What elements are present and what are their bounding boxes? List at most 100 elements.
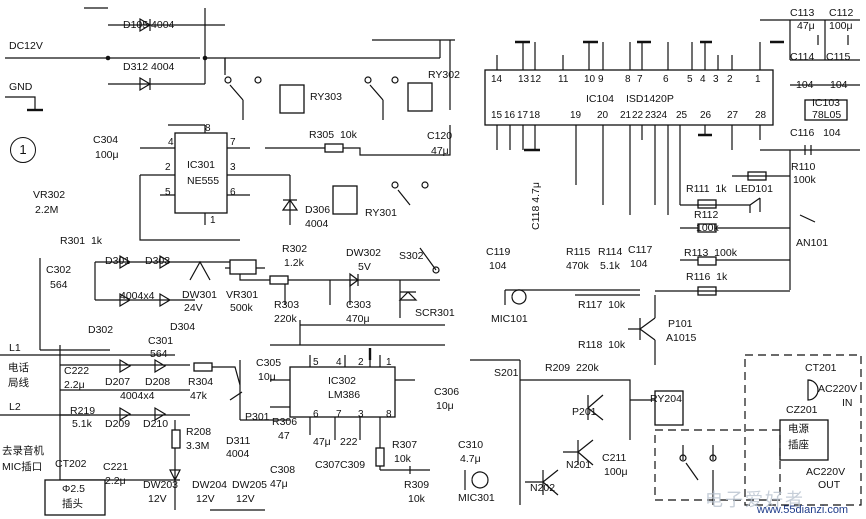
label-c118: C118 4.7μ bbox=[530, 182, 542, 230]
label-plug-cn: 插头 bbox=[62, 498, 83, 510]
label-to-recorder-1: 去录音机 bbox=[2, 445, 44, 457]
label-c310: C310 bbox=[458, 439, 484, 451]
label-d312: D312 4004 bbox=[123, 61, 175, 73]
label-vr302: VR302 bbox=[33, 189, 66, 201]
label-cz201: CZ201 bbox=[786, 404, 818, 416]
label-led101: LED101 bbox=[735, 183, 773, 195]
label-c302: C302 bbox=[46, 264, 72, 276]
relay-ry302-coil bbox=[407, 82, 433, 112]
ic302-pin-7: 7 bbox=[336, 409, 342, 420]
label-r306-value: 47 bbox=[278, 430, 290, 442]
label-c310-value: 4.7μ bbox=[460, 453, 481, 465]
label-r114-value: 5.1k bbox=[600, 260, 620, 272]
label-c305: C305 bbox=[256, 357, 282, 369]
label-r307: R307 bbox=[392, 439, 418, 451]
label-gnd: GND bbox=[9, 81, 33, 93]
ic104-pin-24: 24 bbox=[656, 110, 668, 121]
cz201-socket bbox=[779, 419, 829, 461]
label-r114: R114 bbox=[598, 246, 623, 258]
isd-output-network bbox=[655, 150, 816, 296]
ic104-pin-23: 23 bbox=[645, 110, 657, 121]
label-d209: D209 bbox=[105, 418, 131, 430]
ic104-pin-13: 13 bbox=[518, 74, 530, 85]
label-d304: D304 bbox=[170, 321, 196, 333]
ic104-pin-6: 6 bbox=[663, 74, 669, 85]
label-dw301: DW301 bbox=[182, 289, 218, 301]
label-s302: S302 bbox=[399, 250, 424, 262]
label-ic301: IC301 bbox=[187, 159, 216, 171]
ic302-body bbox=[289, 366, 396, 418]
label-r208-value: 3.3M bbox=[186, 440, 210, 452]
label-socket-1: 电源 bbox=[788, 423, 809, 435]
relay-ry303-coil bbox=[279, 84, 305, 114]
ic302-pin-5: 5 bbox=[313, 357, 319, 368]
label-r219: R219 bbox=[70, 405, 96, 417]
label-s201: S201 bbox=[494, 367, 519, 379]
bridge-rectifier-2 bbox=[60, 358, 241, 422]
label-c308-value: 47μ bbox=[270, 478, 288, 490]
ic104-pin-11: 11 bbox=[558, 74, 569, 85]
label-dw302-value: 5V bbox=[358, 261, 371, 273]
label-r110-value: 100k bbox=[793, 174, 816, 186]
label-dw205: DW205 bbox=[232, 479, 268, 491]
label-c304: C304 bbox=[93, 134, 119, 146]
label-r112: R112 bbox=[694, 209, 719, 221]
gnd-symbol bbox=[5, 96, 43, 112]
watermark-url: www.55dianzi.com bbox=[757, 504, 849, 516]
ic104-pin-19: 19 bbox=[570, 110, 582, 121]
label-ct202: CT202 bbox=[55, 458, 87, 470]
ic301-body bbox=[174, 132, 228, 214]
label-c211: C211 bbox=[602, 452, 627, 464]
label-dw302: DW302 bbox=[346, 247, 382, 259]
middle-wiring bbox=[169, 40, 451, 511]
label-vr301: VR301 bbox=[226, 289, 259, 301]
label-c114: C114 bbox=[790, 51, 815, 63]
ic104-body bbox=[484, 69, 774, 126]
label-c112: C112 bbox=[829, 7, 854, 19]
label-l1: L1 bbox=[9, 342, 21, 354]
watermark-logo: 电子爱好者 bbox=[705, 490, 805, 511]
ic104-pin-stubs bbox=[496, 40, 784, 215]
label-c302-value: 564 bbox=[50, 279, 68, 291]
label-c117-value: 104 bbox=[630, 258, 648, 270]
label-d311-value: 4004 bbox=[226, 448, 250, 460]
ic104-pin-7: 7 bbox=[637, 74, 643, 85]
ic104-pin-3: 3 bbox=[713, 74, 719, 85]
ic104-pin-5: 5 bbox=[687, 74, 693, 85]
ic104-pin-8: 8 bbox=[625, 74, 631, 85]
ic301-pin-4: 4 bbox=[168, 137, 174, 148]
label-phone-line-1: 电话 bbox=[8, 362, 29, 374]
label-d302: D302 bbox=[88, 324, 114, 336]
section-marker: 1 bbox=[10, 137, 36, 163]
label-ry204: RY204 bbox=[650, 393, 682, 405]
label-c120-value: 47μ bbox=[431, 145, 449, 157]
label-ic302: IC302 bbox=[328, 375, 357, 387]
label-c307: C307 bbox=[315, 459, 341, 471]
ic104-pin-28: 28 bbox=[755, 110, 767, 121]
ic104-pin-10: 10 bbox=[584, 74, 596, 85]
ic104-pin-9: 9 bbox=[598, 74, 604, 85]
label-r209: R209 220k bbox=[545, 362, 599, 374]
label-d303: D303 bbox=[145, 255, 171, 267]
label-c308: C308 bbox=[270, 464, 296, 476]
dc12v-rail bbox=[5, 7, 455, 85]
label-bridge1: 4004x4 bbox=[120, 290, 155, 302]
ic301-pin-8: 8 bbox=[205, 123, 211, 134]
ic104-pin-16: 16 bbox=[504, 110, 516, 121]
label-an101: AN101 bbox=[796, 237, 829, 249]
ic301-pin-5: 5 bbox=[165, 187, 171, 198]
ic104-pin-1: 1 bbox=[755, 74, 761, 85]
label-c306: C306 bbox=[434, 386, 460, 398]
label-r307-value: 10k bbox=[394, 453, 411, 465]
relay-ry204-coil bbox=[654, 390, 684, 426]
label-c307-value: 47μ bbox=[313, 436, 331, 448]
label-r111: R111 1k bbox=[686, 183, 727, 195]
label-a1015: A1015 bbox=[666, 332, 697, 344]
ic301-pin-2: 2 bbox=[165, 162, 171, 173]
label-r302: R302 bbox=[282, 243, 308, 255]
label-lm386: LM386 bbox=[328, 389, 361, 401]
label-c119-value: 104 bbox=[489, 260, 507, 272]
label-p101: P101 bbox=[668, 318, 693, 330]
label-r304: R304 bbox=[188, 376, 214, 388]
label-n201: N201 bbox=[566, 459, 592, 471]
